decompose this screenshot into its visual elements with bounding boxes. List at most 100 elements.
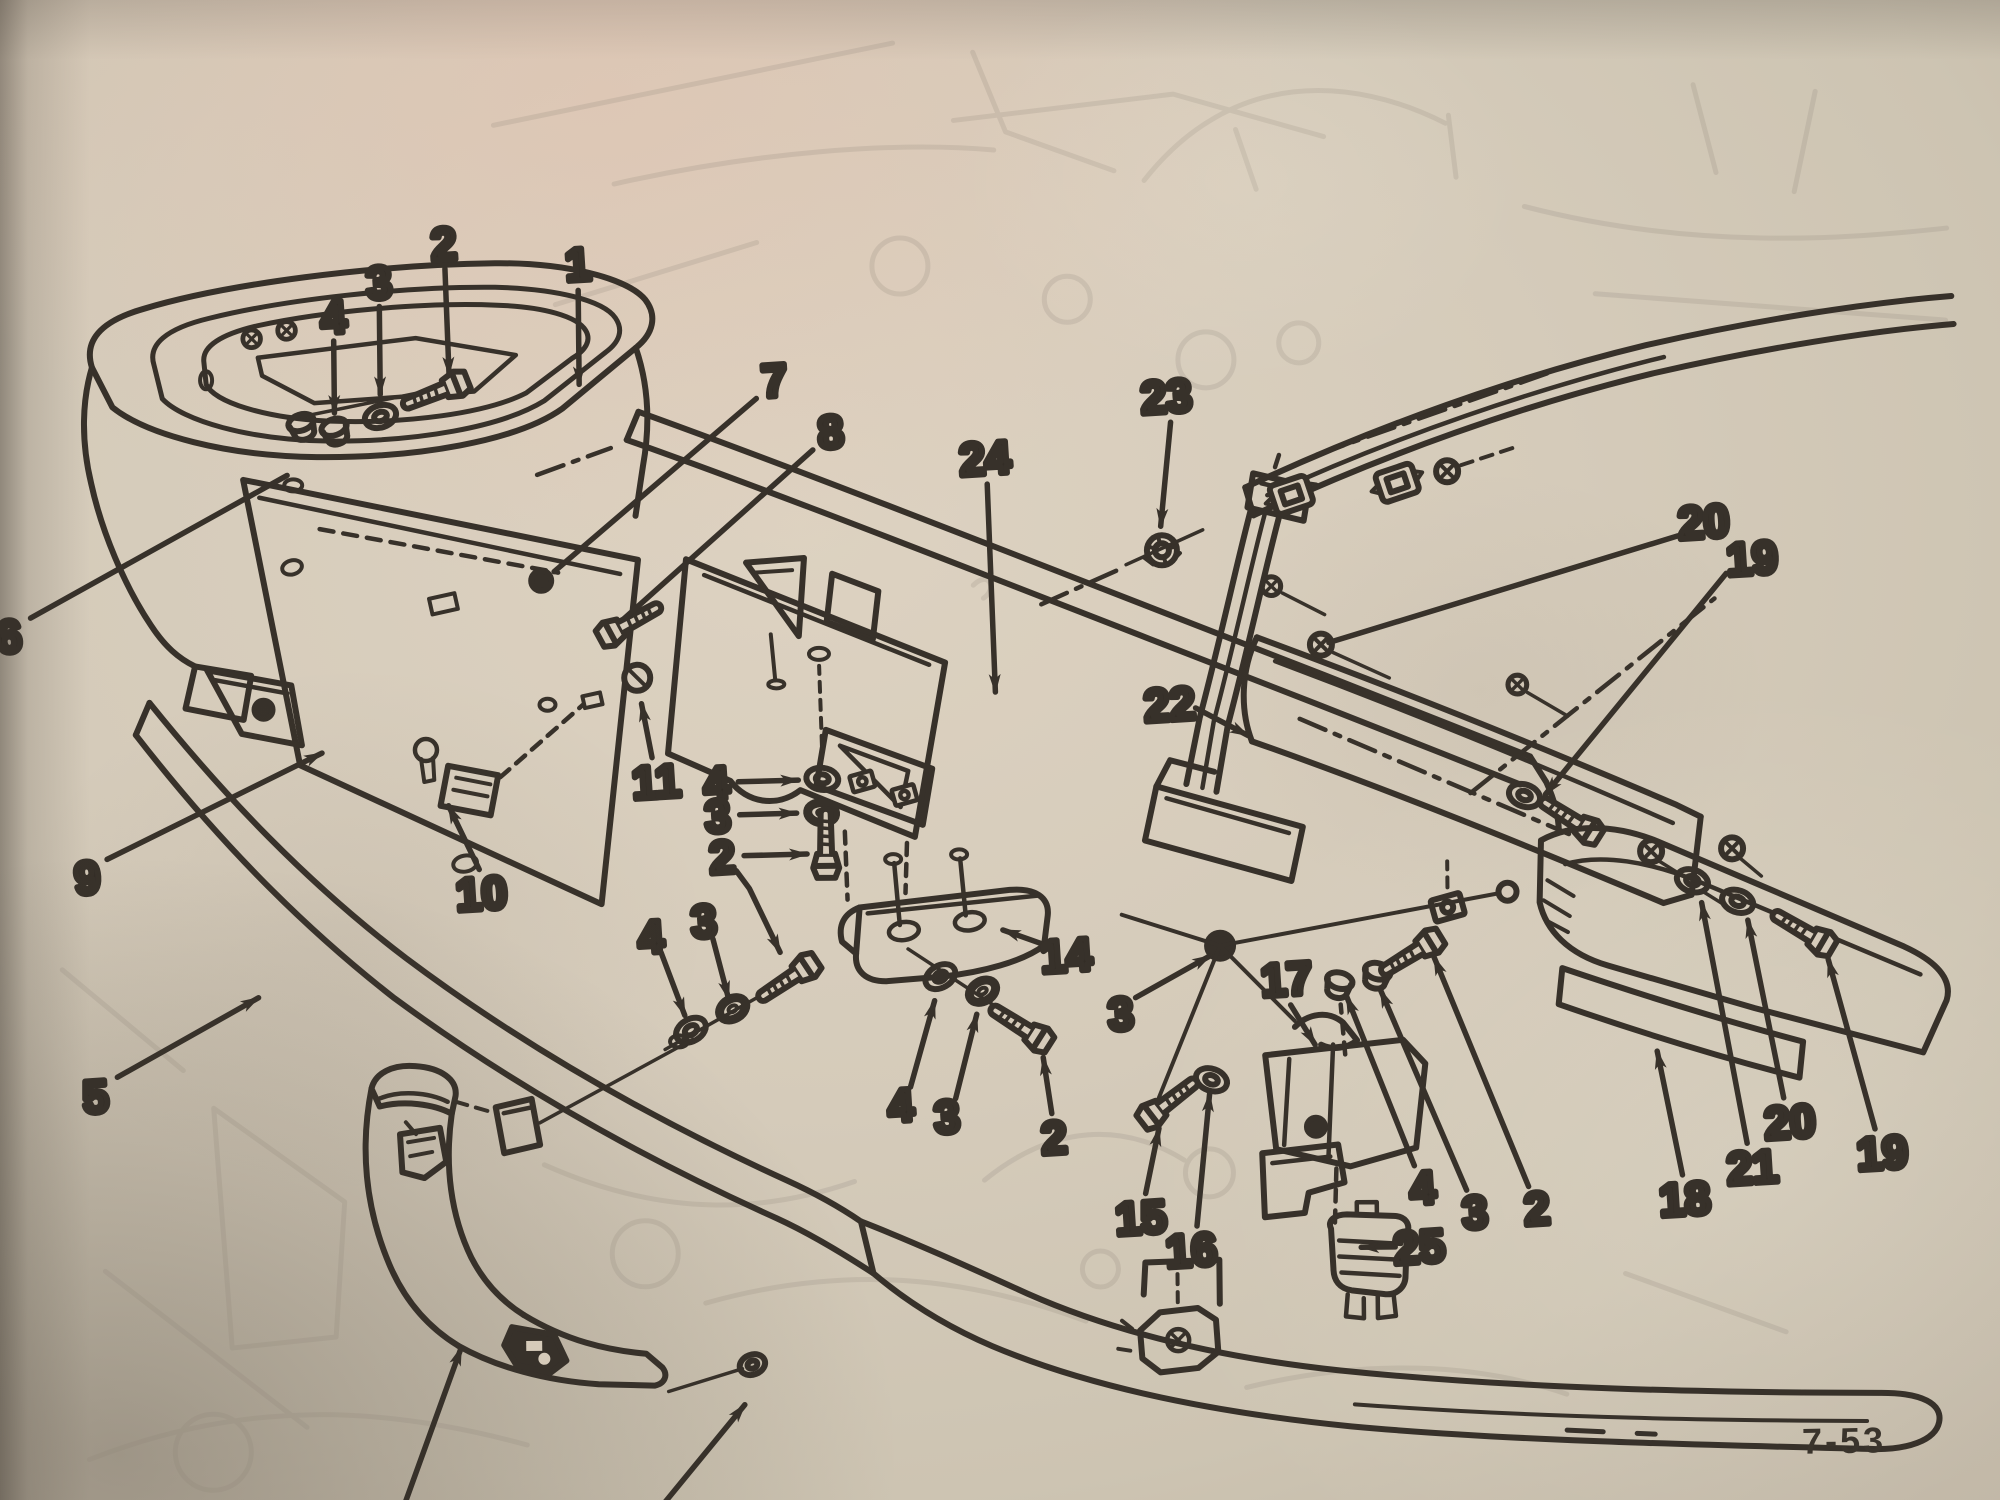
callout-24: 24 — [955, 428, 1016, 695]
leader-line — [442, 266, 455, 378]
callout-1: 1 — [560, 235, 595, 388]
cross-support-bar — [1242, 293, 1957, 617]
bolt-icon — [752, 950, 824, 1010]
countersunk-washer-icon — [1323, 970, 1355, 1001]
leader-line — [104, 750, 325, 863]
leader-line — [658, 949, 688, 1019]
callout-9: 9 — [70, 750, 325, 907]
callout-number: 7 — [760, 354, 789, 408]
side-sill-rail — [132, 699, 877, 1277]
rubber-insulator-25 — [1327, 1199, 1412, 1321]
bolt-icon — [398, 368, 472, 418]
callout-number: 4 — [319, 290, 348, 344]
bottom-rear-rail — [666, 1218, 1943, 1453]
console-body — [80, 344, 670, 908]
callout-number: 18 — [1658, 1171, 1712, 1226]
callout-number: 2 — [1522, 1182, 1551, 1236]
leader-line — [907, 997, 938, 1090]
flat-washer-icon — [1719, 886, 1756, 917]
callout-8: 8 — [619, 402, 848, 623]
leader-line — [1194, 1091, 1214, 1229]
screw-head-icon — [1508, 675, 1527, 694]
leader-line — [984, 481, 1001, 695]
callout-number: 3 — [365, 256, 394, 310]
leader-line — [735, 774, 802, 787]
leader-line — [661, 1401, 748, 1500]
leader-line — [1698, 899, 1750, 1146]
leg-clip-detail — [396, 1120, 450, 1182]
callout-number: 21 — [1725, 1140, 1779, 1195]
callout-number: 23 — [1139, 369, 1193, 424]
bolt-icon — [1375, 925, 1447, 983]
callout-16: 16 — [1161, 1091, 1221, 1281]
frame-fastener-stack — [804, 663, 841, 878]
callout-number: 6 — [0, 610, 23, 664]
leader-line — [619, 447, 816, 623]
callout-number: 19 — [1855, 1125, 1909, 1180]
callout-4: 4 — [634, 907, 688, 1019]
screw-head-icon — [1436, 460, 1458, 482]
callout-4: 4 — [883, 997, 938, 1135]
leader-line — [1825, 956, 1878, 1132]
leader-line — [1343, 993, 1418, 1169]
bolt-icon — [1767, 902, 1840, 959]
stud-icon — [528, 567, 555, 594]
callout-number: 16 — [1164, 1222, 1218, 1277]
callout-number: 4 — [886, 1078, 915, 1132]
page-number: 7-53 — [1801, 1419, 1887, 1462]
callout-10: 10 — [445, 803, 512, 924]
leader-line — [1132, 953, 1213, 1001]
leader-line — [736, 807, 800, 820]
support-stand-23 — [1036, 452, 1313, 884]
callout-19: 19 — [1542, 528, 1782, 798]
leader-line — [733, 868, 783, 956]
callout-3: 3 — [929, 1011, 980, 1146]
leader-line — [1431, 954, 1532, 1190]
leader-line — [1542, 570, 1729, 798]
callout-21: 21 — [1698, 899, 1783, 1198]
leader-line — [114, 995, 262, 1081]
callout-number: 17 — [1259, 951, 1313, 1006]
flat-washer-icon — [805, 766, 840, 792]
bracket-17-cluster — [1119, 879, 1520, 1321]
callout-number: 3 — [1460, 1185, 1489, 1239]
callout-number: 15 — [1114, 1190, 1168, 1245]
bolt-icon — [984, 997, 1056, 1056]
clip-nut-icon — [1367, 460, 1428, 506]
leader-line — [710, 936, 732, 1002]
callout-3: 3 — [362, 253, 396, 398]
callout-number: 2 — [1040, 1111, 1069, 1165]
callout-19: 19 — [1825, 956, 1912, 1183]
screw-head-icon — [1640, 840, 1662, 862]
callout-2: 2 — [705, 827, 810, 956]
leader-line — [1287, 1002, 1318, 1048]
square-nut-icon — [849, 770, 875, 792]
leader-line — [1654, 1048, 1686, 1178]
front-support-leg — [362, 1037, 695, 1389]
callout-number: 3 — [1106, 987, 1135, 1041]
callout-2: 2 — [426, 214, 461, 378]
bolt-icon — [1134, 1070, 1205, 1133]
rear-trim-panel-18 — [1536, 825, 1951, 1081]
callout-20: 20 — [1745, 917, 1820, 1152]
stud-icon — [251, 697, 276, 722]
callout-number: 5 — [81, 1070, 110, 1124]
callout-number: 14 — [1039, 928, 1094, 983]
leader-line — [1377, 987, 1470, 1193]
leader-line — [1142, 1125, 1162, 1197]
callout-number: 10 — [454, 866, 508, 921]
grommet-icon — [737, 1351, 768, 1379]
rail-clip-detail — [1116, 1266, 1222, 1376]
pedestal-fastener-set — [906, 947, 1057, 1057]
callout-14: 14 — [1000, 925, 1097, 986]
ghost-bleed-through-lines — [59, 40, 1950, 1493]
callout-number: 20 — [1763, 1094, 1817, 1149]
leader-line — [638, 701, 655, 761]
callout-number: 2 — [708, 830, 737, 884]
leader-line — [401, 1344, 464, 1500]
leader-line — [1156, 419, 1174, 530]
square-nut-icon — [1430, 893, 1465, 922]
callout-3: 3 — [686, 891, 732, 1002]
leader-line — [1326, 533, 1681, 646]
